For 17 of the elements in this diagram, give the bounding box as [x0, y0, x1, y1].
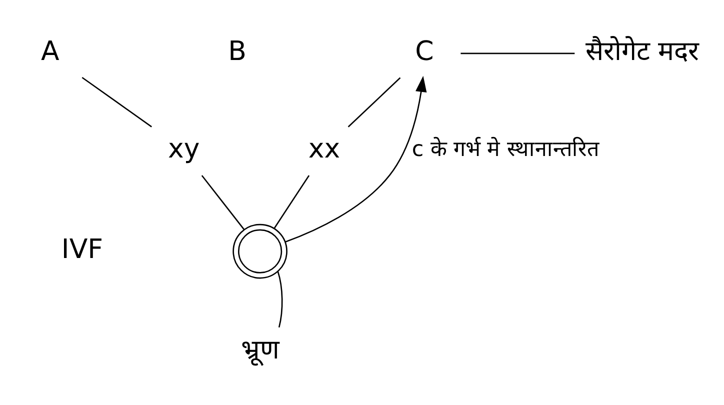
node-text: B — [228, 36, 246, 68]
node-text: A — [40, 36, 60, 68]
connector — [348, 77, 401, 128]
connector — [82, 76, 152, 128]
node-text: C — [415, 36, 434, 68]
node-text: सैरोगेट मदर — [586, 36, 700, 68]
arrow — [285, 76, 427, 243]
node-text: xx — [308, 134, 340, 165]
connector — [201, 175, 245, 230]
node-text: xy — [168, 134, 200, 165]
node-text: भ्रूण — [241, 334, 280, 366]
connector — [277, 271, 283, 328]
label: IVF — [61, 234, 103, 265]
node-circle — [232, 224, 288, 279]
connector — [274, 175, 310, 229]
connector — [460, 52, 575, 54]
edge-label: c के गर्भ मे स्थानान्तरित — [412, 137, 599, 162]
